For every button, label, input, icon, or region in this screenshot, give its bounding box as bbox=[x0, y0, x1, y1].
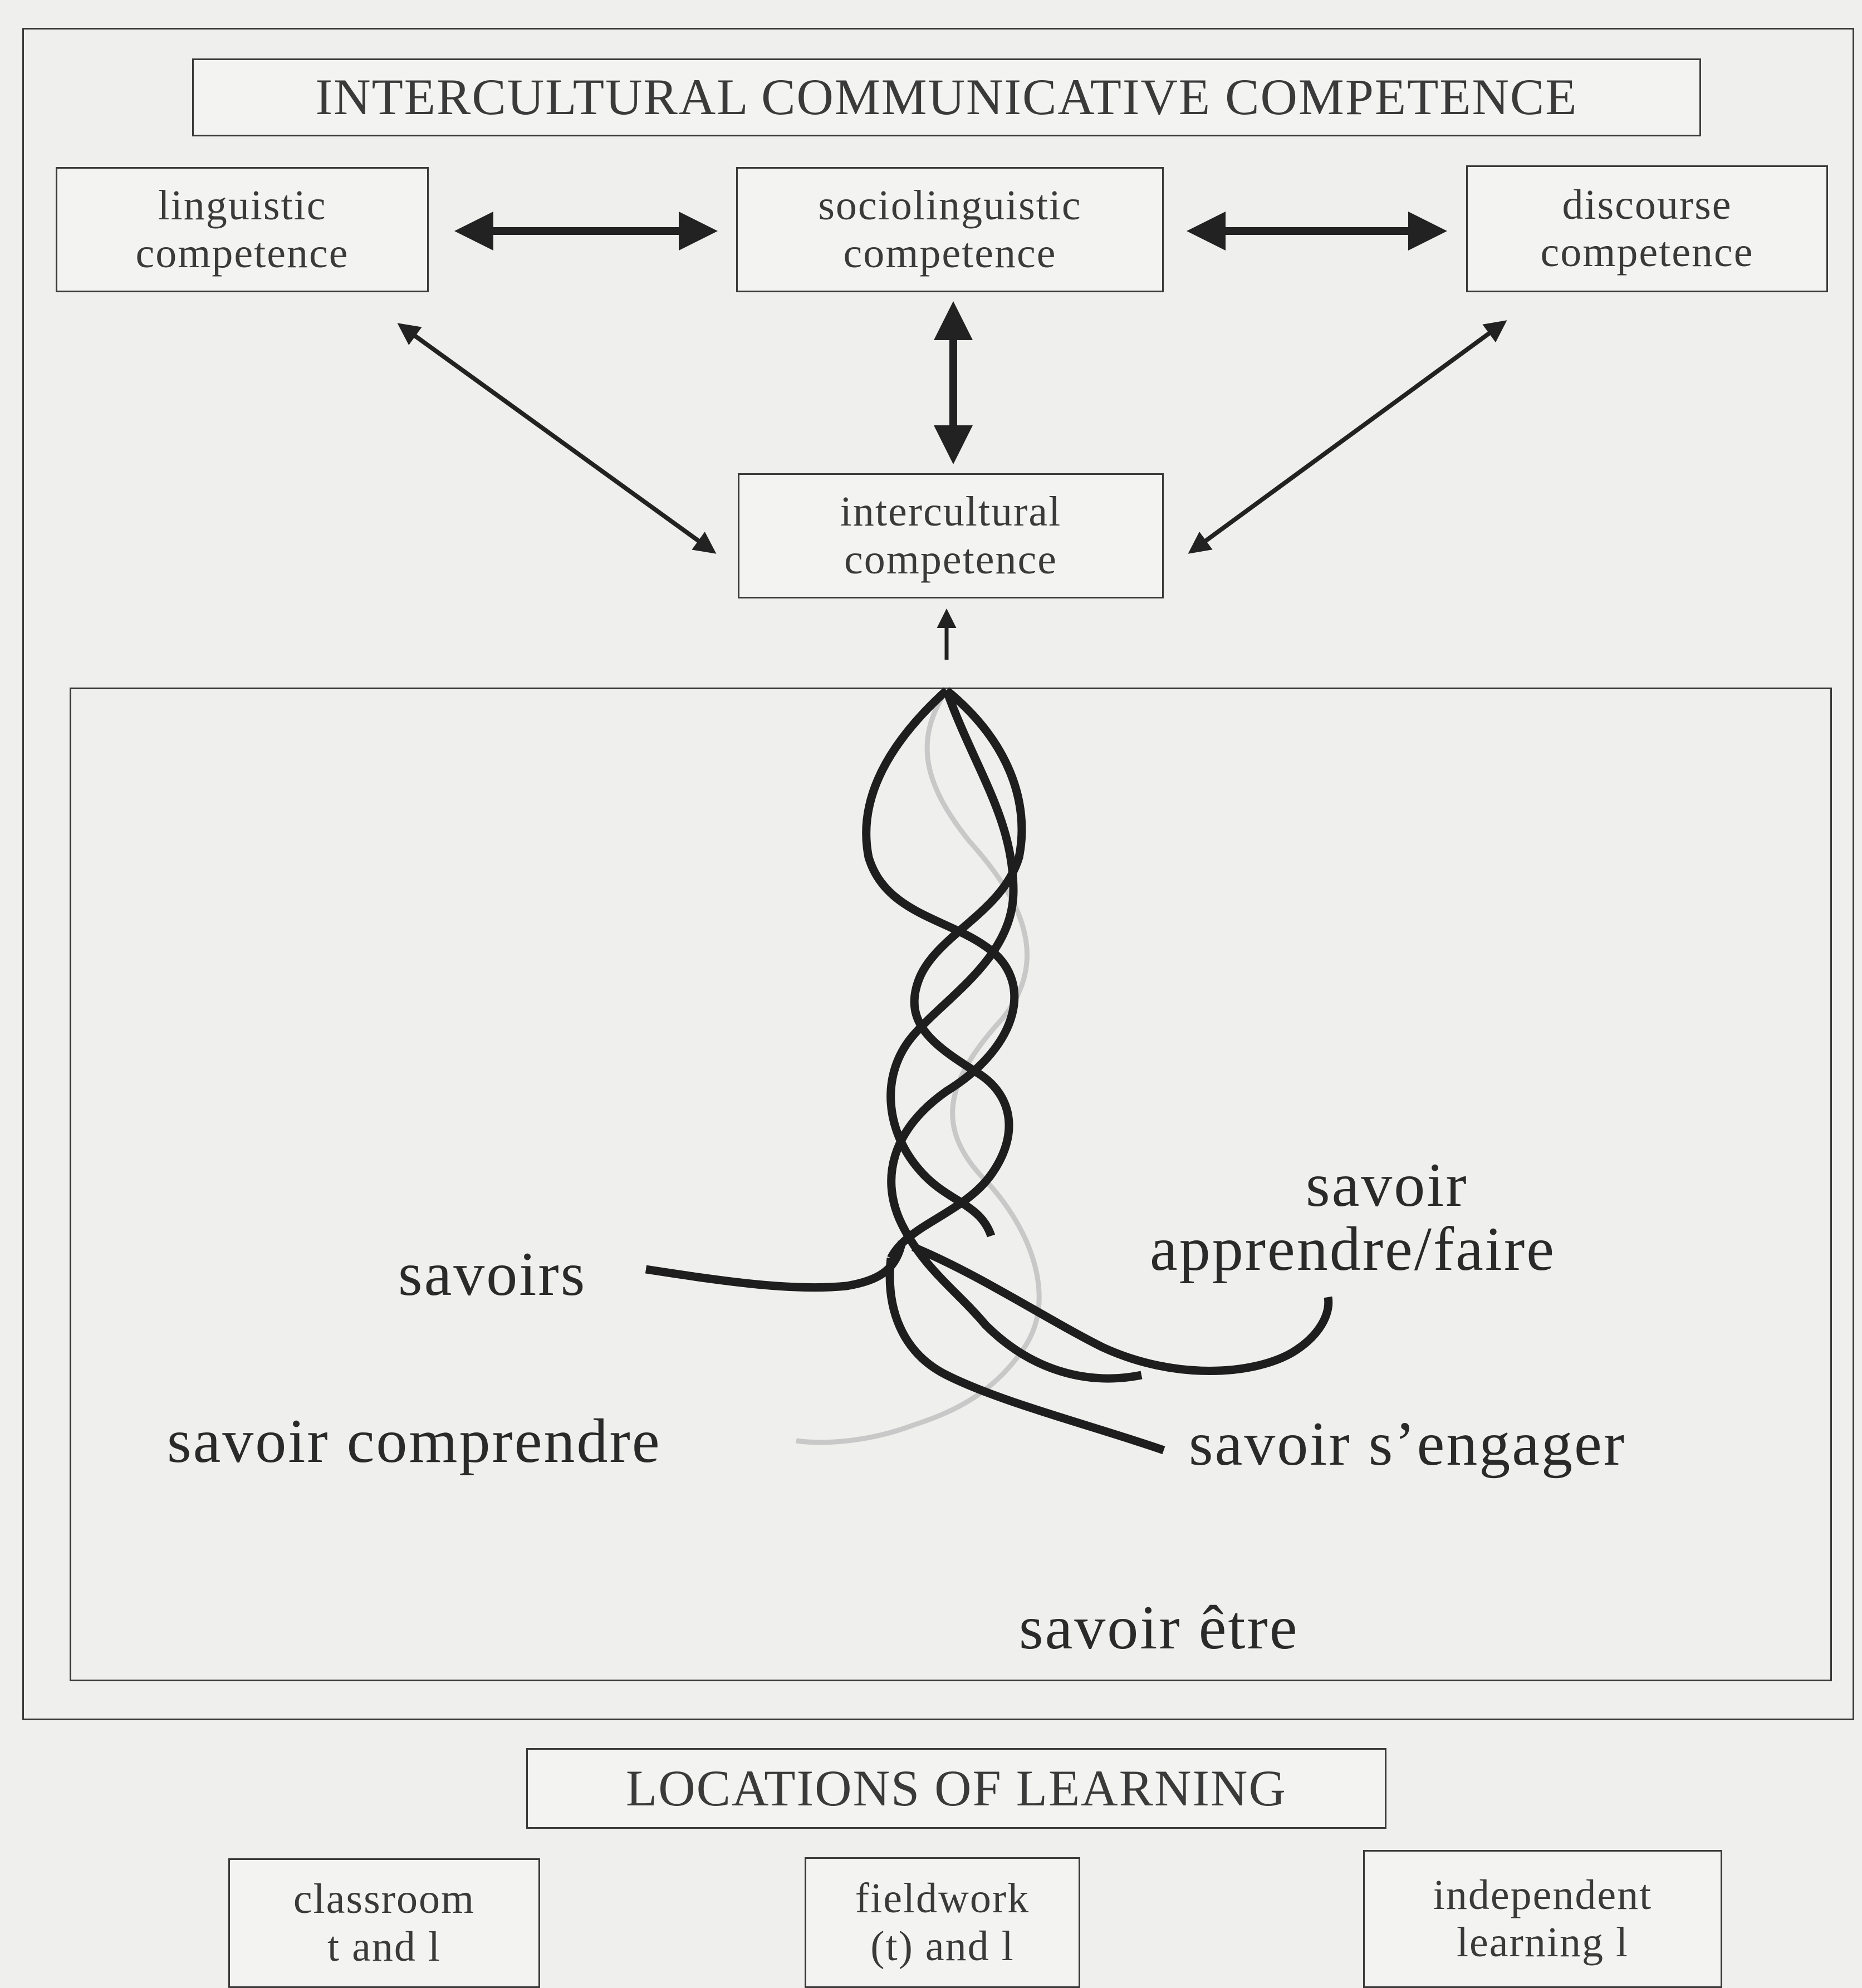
label-savoirs: savoirs bbox=[398, 1240, 587, 1309]
arrow-linguistic-intercultural bbox=[397, 323, 717, 554]
strand-savoir-comprendre bbox=[796, 689, 1042, 1445]
fieldwork-line1: fieldwork bbox=[855, 1875, 1030, 1922]
linguistic-line2: competence bbox=[135, 229, 349, 277]
icc-title-box: INTERCULTURAL COMMUNICATIVE COMPETENCE bbox=[192, 58, 1701, 136]
independent-line1: independent bbox=[1433, 1871, 1653, 1918]
sociolinguistic-line1: sociolinguistic bbox=[818, 182, 1082, 229]
label-savoir-etre: savoir être bbox=[1019, 1593, 1299, 1662]
strand-savoirs bbox=[645, 1240, 906, 1292]
intercultural-line2: competence bbox=[844, 536, 1057, 583]
fieldwork-box: fieldwork (t) and l bbox=[805, 1857, 1080, 1988]
linguistic-line1: linguistic bbox=[158, 182, 327, 229]
strand-braid-b bbox=[887, 687, 1026, 1260]
strand-savoir-apprendre bbox=[912, 1243, 1333, 1375]
label-savoir-sengager: savoir s’engager bbox=[1189, 1410, 1626, 1479]
locations-title: LOCATIONS OF LEARNING bbox=[626, 1759, 1287, 1817]
strand-savoir-sengager bbox=[885, 1258, 1165, 1455]
independent-learning-box: independent learning l bbox=[1363, 1850, 1722, 1988]
intercultural-line1: intercultural bbox=[840, 488, 1062, 536]
linguistic-competence-box: linguistic competence bbox=[56, 167, 429, 292]
discourse-line1: discourse bbox=[1562, 181, 1732, 228]
label-savoir-apprendre-2: apprendre/faire bbox=[1150, 1215, 1556, 1284]
discourse-line2: competence bbox=[1540, 229, 1754, 276]
fieldwork-line2: (t) and l bbox=[870, 1922, 1015, 1970]
classroom-box: classroom t and l bbox=[228, 1858, 540, 1988]
sociolinguistic-line2: competence bbox=[843, 229, 1057, 277]
intercultural-competence-box: intercultural competence bbox=[738, 473, 1164, 598]
strand-braid-a bbox=[862, 687, 1143, 1383]
discourse-competence-box: discourse competence bbox=[1466, 165, 1828, 292]
icc-title: INTERCULTURAL COMMUNICATIVE COMPETENCE bbox=[315, 68, 1578, 126]
classroom-line2: t and l bbox=[327, 1923, 441, 1970]
classroom-line1: classroom bbox=[293, 1876, 476, 1923]
strand-braid-c bbox=[886, 689, 1018, 1238]
arrow-discourse-intercultural bbox=[1188, 320, 1507, 554]
label-savoir-comprendre: savoir comprendre bbox=[167, 1407, 661, 1476]
icc-frame bbox=[22, 28, 1854, 1720]
locations-title-box: LOCATIONS OF LEARNING bbox=[526, 1748, 1386, 1829]
independent-line2: learning l bbox=[1456, 1919, 1629, 1966]
label-savoir-apprendre-1: savoir bbox=[1306, 1151, 1468, 1220]
sociolinguistic-competence-box: sociolinguistic competence bbox=[736, 167, 1164, 292]
